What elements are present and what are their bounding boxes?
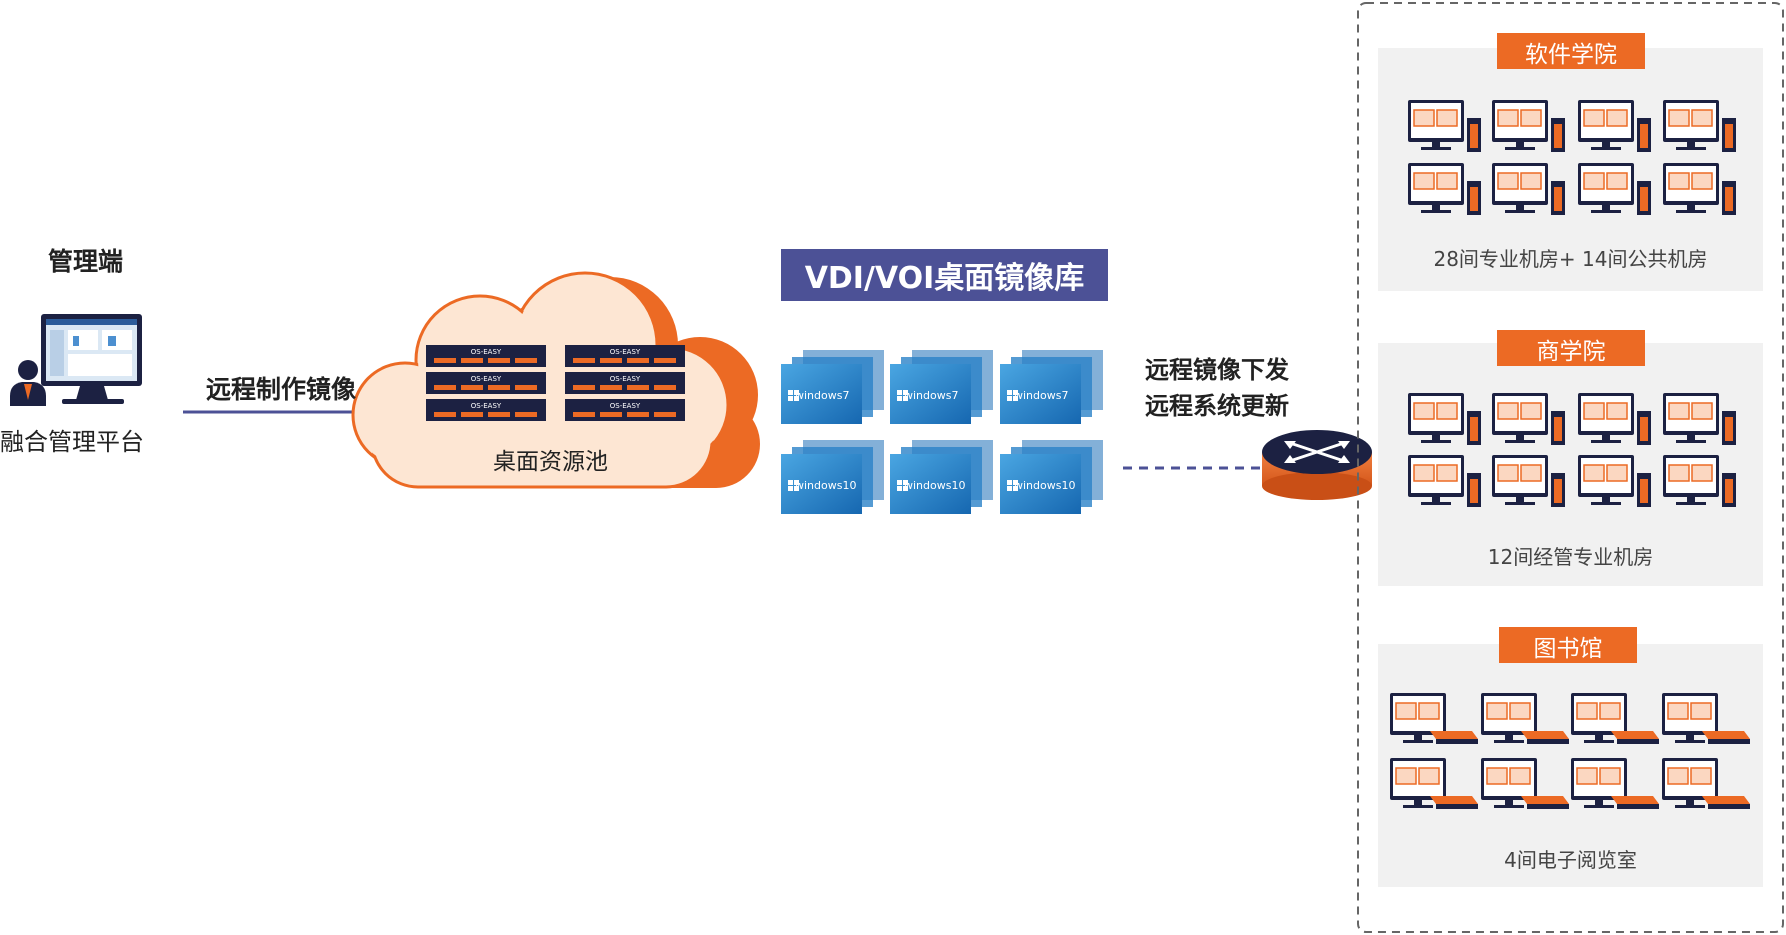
- site-caption-software: 28间专业机房+ 14间公共机房: [1433, 247, 1708, 271]
- windows-tile-label: windows10: [904, 479, 965, 492]
- image-lib-title: VDI/VOI桌面镜像库: [804, 261, 1085, 296]
- windows-logo-icon: [1007, 480, 1018, 491]
- desktop-pc-icon: [1492, 393, 1565, 445]
- thin-client-pc-icon: [1571, 693, 1659, 744]
- desktop-pc-icon: [1663, 163, 1736, 215]
- router-icon: [1262, 430, 1372, 500]
- windows-logo-icon: [897, 390, 908, 401]
- windows-tile: windows10: [1000, 440, 1103, 514]
- admin-title: 管理端: [48, 247, 124, 276]
- desktop-pc-icon: [1578, 100, 1651, 152]
- server-brand-label: OS-EASY: [610, 375, 641, 383]
- remote-build-label: 远程制作镜像: [206, 375, 357, 404]
- desktop-pc-icon: [1408, 163, 1481, 215]
- thin-client-pc-icon: [1662, 693, 1750, 744]
- desktop-pc-icon: [1492, 163, 1565, 215]
- windows-tile-label: windows10: [795, 479, 856, 492]
- desktop-pc-icon: [1578, 163, 1651, 215]
- windows-logo-icon: [788, 390, 799, 401]
- site-caption-business: 12间经管专业机房: [1487, 545, 1654, 569]
- windows-tile: windows7: [781, 350, 884, 424]
- server-brand-label: OS-EASY: [610, 402, 641, 410]
- pool-label: 桌面资源池: [493, 449, 608, 475]
- server-brand-label: OS-EASY: [610, 348, 641, 356]
- windows-image-tiles: windows7 windows7 windows7 windows10 windows…: [781, 350, 1103, 514]
- windows-tile-label: windows7: [1014, 389, 1068, 402]
- admin-workstation: [10, 314, 142, 406]
- site-name-library: 图书馆: [1533, 636, 1603, 662]
- desktop-pc-icon: [1408, 100, 1481, 152]
- windows-tile: windows7: [1000, 350, 1103, 424]
- server-group: OS-EASY OS-EASY OS-EASY OS-EASY OS-EASY OS-EA…: [426, 345, 685, 421]
- windows-tile-label: windows10: [1014, 479, 1075, 492]
- server-unit: OS-EASY: [565, 399, 685, 421]
- desktop-pc-icon: [1578, 393, 1651, 445]
- thin-client-pc-icon: [1390, 758, 1478, 809]
- windows-tile: windows7: [890, 350, 993, 424]
- thin-client-pc-icon: [1390, 693, 1478, 744]
- image-lib-title-box: [781, 249, 1108, 301]
- site-caption-library: 4间电子阅览室: [1504, 848, 1637, 872]
- desktop-pc-icon: [1492, 455, 1565, 507]
- server-unit: OS-EASY: [565, 372, 685, 394]
- server-unit: OS-EASY: [426, 345, 546, 367]
- desktop-pc-icon: [1408, 455, 1481, 507]
- windows-tile: windows10: [781, 440, 884, 514]
- desktop-pc-icon: [1578, 455, 1651, 507]
- thin-client-pc-icon: [1481, 758, 1569, 809]
- windows-logo-icon: [788, 480, 799, 491]
- thin-client-pc-icon: [1571, 758, 1659, 809]
- site-name-business: 商学院: [1536, 339, 1606, 365]
- windows-tile-label: windows7: [904, 389, 958, 402]
- server-brand-label: OS-EASY: [471, 375, 502, 383]
- desktop-pc-icon: [1663, 393, 1736, 445]
- server-unit: OS-EASY: [426, 399, 546, 421]
- desktop-pc-icon: [1492, 100, 1565, 152]
- site-tag-software: [1497, 33, 1645, 69]
- server-unit: OS-EASY: [426, 372, 546, 394]
- site-name-software: 软件学院: [1525, 42, 1617, 68]
- server-unit: OS-EASY: [565, 345, 685, 367]
- distribution-label-1: 远程镜像下发: [1145, 356, 1289, 384]
- desktop-pc-icon: [1408, 393, 1481, 445]
- site-tag-library: [1499, 627, 1637, 663]
- distribution-label-2: 远程系统更新: [1145, 392, 1289, 420]
- desktop-pc-icon: [1663, 100, 1736, 152]
- desktop-pc-icon: [1663, 455, 1736, 507]
- site-tag-business: [1497, 330, 1645, 366]
- windows-tile-label: windows7: [795, 389, 849, 402]
- windows-logo-icon: [897, 480, 908, 491]
- pc-grid: [1390, 100, 1750, 809]
- windows-logo-icon: [1007, 390, 1018, 401]
- server-brand-label: OS-EASY: [471, 348, 502, 356]
- thin-client-pc-icon: [1662, 758, 1750, 809]
- server-brand-label: OS-EASY: [471, 402, 502, 410]
- windows-tile: windows10: [890, 440, 993, 514]
- admin-platform-label: 融合管理平台: [0, 428, 144, 456]
- thin-client-pc-icon: [1481, 693, 1569, 744]
